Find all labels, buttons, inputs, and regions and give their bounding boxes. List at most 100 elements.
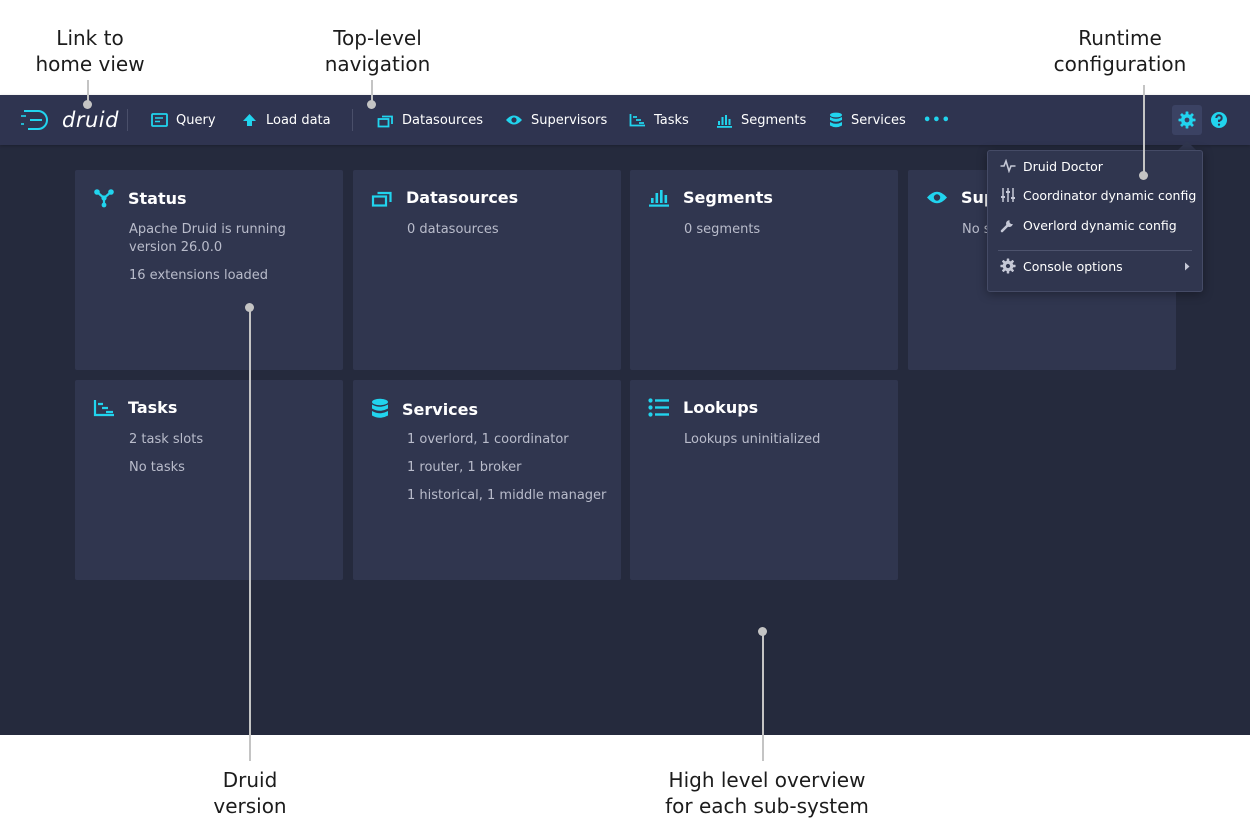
- query-icon: [151, 113, 168, 127]
- logo-text: druid: [62, 108, 119, 132]
- segments-icon: [649, 190, 669, 207]
- nav-separator: [352, 109, 353, 131]
- card-line: Lookups uninitialized: [684, 432, 821, 447]
- menu-item-druid-doctor[interactable]: Druid Doctor: [1000, 155, 1103, 177]
- card-title: Datasources: [406, 188, 519, 207]
- segments-icon: [717, 114, 732, 128]
- nav-tasks[interactable]: Tasks: [629, 95, 689, 145]
- menu-item-label: Coordinator dynamic config: [1023, 187, 1197, 203]
- datasources-icon: [371, 191, 392, 207]
- card-header: Datasources: [371, 188, 518, 207]
- card-line: No tasks: [129, 460, 185, 475]
- card-tasks[interactable]: Tasks 2 task slots No tasks: [75, 380, 343, 580]
- nav-datasources-label: Datasources: [402, 112, 483, 128]
- help-icon: [1211, 112, 1227, 128]
- druid-logo-icon: [21, 110, 48, 130]
- datasources-icon: [377, 115, 393, 127]
- settings-button[interactable]: [1172, 105, 1202, 135]
- card-header: Lookups: [648, 398, 758, 417]
- card-header: Tasks: [93, 398, 177, 417]
- more-dots: •••: [923, 112, 951, 128]
- top-navbar: druid Query Load data Datasources: [0, 95, 1250, 145]
- nav-load-data-label: Load data: [266, 112, 331, 128]
- home-logo-link[interactable]: druid: [20, 95, 119, 145]
- nav-segments-label: Segments: [741, 112, 807, 128]
- card-body: 0 datasources: [407, 221, 499, 249]
- leader-dot-overview: [758, 627, 767, 636]
- card-title: Services: [402, 399, 479, 419]
- card-status[interactable]: Status Apache Druid is running version 2…: [75, 170, 343, 370]
- card-header: Segments: [648, 188, 773, 207]
- pulse-icon: [1000, 159, 1016, 173]
- nav-more-button[interactable]: •••: [923, 95, 951, 145]
- card-line: 1 historical, 1 middle manager: [407, 488, 607, 503]
- gear-icon: [1178, 111, 1196, 129]
- load-data-icon: [243, 114, 256, 126]
- nav-services-label: Services: [851, 112, 906, 128]
- menu-item-label: Console options: [1023, 258, 1123, 274]
- nav-datasources[interactable]: Datasources: [377, 95, 483, 145]
- menu-caret: [1178, 141, 1196, 150]
- card-body: 1 overlord, 1 coordinator 1 router, 1 br…: [407, 431, 606, 515]
- leader-dot-version: [245, 303, 254, 312]
- card-line: 16 extensions loaded: [129, 268, 268, 283]
- leader-line-home: [87, 80, 89, 102]
- card-line: 2 task slots: [129, 432, 204, 447]
- card-body: 2 task slots No tasks: [129, 431, 203, 487]
- menu-item-overlord-config[interactable]: Overlord dynamic config: [1000, 214, 1177, 236]
- menu-item-console-options[interactable]: Console options: [1000, 255, 1190, 277]
- leader-line-version: [249, 308, 251, 761]
- leader-dot-runtime: [1139, 171, 1148, 180]
- card-body: Apache Druid is running version 26.0.0 1…: [129, 221, 304, 295]
- card-body: 0 segments: [684, 221, 760, 249]
- menu-item-label: Druid Doctor: [1023, 158, 1103, 174]
- list-icon: [648, 398, 669, 417]
- leader-dot-home: [83, 100, 92, 109]
- card-title: Tasks: [128, 398, 178, 417]
- eye-icon: [506, 115, 522, 125]
- menu-item-label: Overlord dynamic config: [1023, 217, 1177, 233]
- nav-supervisors-label: Supervisors: [531, 112, 608, 128]
- druid-console: druid Query Load data Datasources: [0, 95, 1250, 735]
- nav-load-data[interactable]: Load data: [241, 95, 331, 145]
- card-lookups[interactable]: Lookups Lookups uninitialized: [630, 380, 898, 580]
- database-icon: [372, 398, 388, 418]
- card-line: 1 router, 1 broker: [407, 460, 522, 475]
- nav-tasks-label: Tasks: [654, 112, 689, 128]
- menu-divider: [998, 250, 1192, 251]
- card-line: 1 overlord, 1 coordinator: [407, 432, 569, 447]
- help-button[interactable]: [1204, 105, 1234, 135]
- wrench-icon: [1000, 220, 1013, 233]
- card-services[interactable]: Services 1 overlord, 1 coordinator 1 rou…: [353, 380, 621, 580]
- tasks-icon: [93, 399, 114, 416]
- caret-right-icon: [1185, 262, 1190, 270]
- card-title: Lookups: [683, 398, 759, 417]
- leader-dot-nav: [367, 100, 376, 109]
- menu-item-coordinator-config[interactable]: Coordinator dynamic config: [1000, 184, 1196, 206]
- database-icon: [830, 112, 842, 127]
- nav-services[interactable]: Services: [829, 95, 906, 145]
- card-datasources[interactable]: Datasources 0 datasources: [353, 170, 621, 370]
- leader-line-runtime: [1143, 85, 1145, 173]
- eye-icon: [927, 191, 947, 204]
- nav-query[interactable]: Query: [151, 95, 216, 145]
- tasks-icon: [629, 114, 645, 127]
- nav-supervisors[interactable]: Supervisors: [505, 95, 607, 145]
- sliders-icon: [1001, 188, 1015, 202]
- card-title: Status: [128, 188, 187, 208]
- card-body: Lookups uninitialized: [684, 431, 820, 459]
- card-header: Services: [371, 398, 478, 420]
- card-line: 0 datasources: [407, 222, 499, 237]
- card-title: Segments: [683, 188, 773, 207]
- version-text: Apache Druid is running version 26.0.0: [129, 222, 286, 255]
- nav-segments[interactable]: Segments: [716, 95, 806, 145]
- card-segments[interactable]: Segments 0 segments: [630, 170, 898, 370]
- card-line: 0 segments: [684, 222, 761, 237]
- leader-line-overview: [762, 632, 764, 761]
- nav-query-label: Query: [176, 112, 216, 128]
